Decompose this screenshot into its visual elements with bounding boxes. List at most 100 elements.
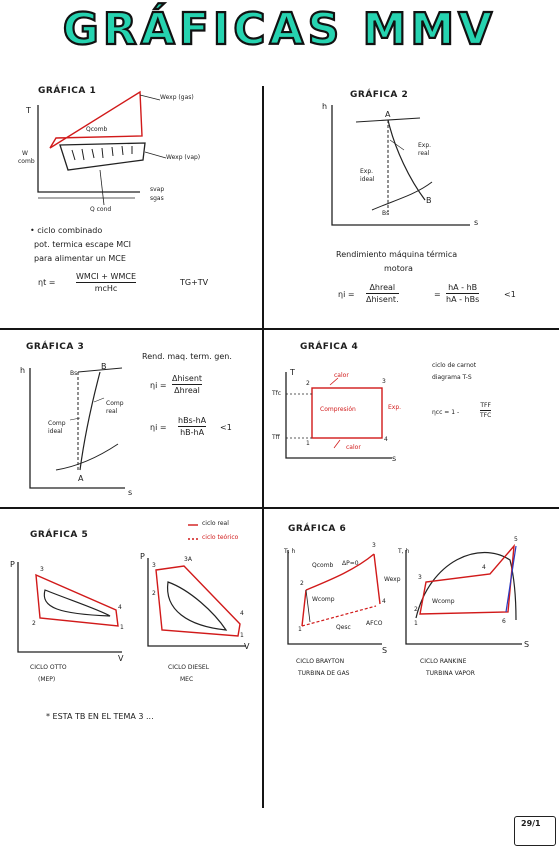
g2-axis-s: s — [474, 218, 479, 227]
g2-point-b: B — [426, 196, 432, 205]
g3-point-a: A — [78, 474, 84, 483]
g3-comp-ideal: Comp ideal — [48, 420, 66, 435]
g6-brayton-axis: T, h — [284, 548, 296, 555]
g6-rankine2: TURBINA VAPOR — [426, 670, 475, 677]
horizontal-divider-2 — [0, 507, 559, 509]
g5-diesel-n4: 4 — [240, 610, 244, 617]
g4-num: TFF — [480, 402, 491, 409]
g1-fraction: WMCI + WMCE mcHc — [76, 272, 136, 293]
page-number-box: 29/1 — [514, 816, 556, 846]
g4-heading: GRÁFICA 4 — [296, 342, 362, 352]
g6-brayton-axis-s: S — [382, 646, 388, 655]
g2-num1: Δhreal — [369, 283, 396, 292]
g6-afco: AFCO — [366, 620, 383, 627]
g3-eta2: ηi = — [150, 423, 167, 432]
g5-diesel-axis-p: P — [140, 552, 145, 561]
g6-qesc: Qesc — [336, 624, 351, 631]
g1-sgas: sgas — [150, 195, 164, 202]
g3-axis-h: h — [20, 366, 26, 375]
g3-point-b: B — [101, 362, 107, 371]
g1-w: W — [22, 150, 28, 157]
g5-diesel-n3a: 3A — [184, 556, 192, 563]
g6-rankine-wcomp: Wcomp — [432, 598, 455, 605]
g1-heading: GRÁFICA 1 — [34, 86, 100, 96]
g5-diesel-n3: 3 — [152, 562, 156, 569]
g5-otto-n2: 2 — [32, 620, 36, 627]
g3-lt1: <1 — [220, 423, 232, 432]
g5-legend-teorico: ciclo teórico — [202, 534, 239, 541]
g1-note1: • ciclo combinado — [30, 226, 103, 235]
g2-axis-h: h — [322, 102, 328, 111]
g6-rankine-n4: 4 — [482, 564, 486, 571]
g1-denominator: mcHc — [94, 284, 118, 293]
g5-diesel1: CICLO DIESEL — [168, 664, 210, 671]
g3-num1: Δhisent — [172, 374, 203, 383]
g4-den: TFC — [480, 412, 492, 419]
g3-den2: hB-hA — [180, 428, 205, 437]
g3-comp-real: Comp real — [106, 400, 124, 415]
g2-heading: GRÁFICA 2 — [346, 90, 412, 100]
g6-rankine-n6: 6 — [502, 618, 506, 625]
g1-qcomb: Qcomb — [86, 126, 108, 133]
g4-compresion: Compresión — [320, 406, 356, 413]
g1-eta: ηt = — [38, 278, 56, 287]
g6-dp: ΔP=0 — [342, 560, 359, 567]
g4-n1: 1 — [306, 440, 310, 447]
g5-diesel-n2: 2 — [152, 590, 156, 597]
vertical-divider — [262, 86, 264, 808]
g1-svap: svap — [150, 186, 165, 193]
g6-brayton1: CICLO BRAYTON — [296, 658, 345, 665]
footer-note: * ESTA TB EN EL TEMA 3 ... — [46, 712, 154, 721]
g6-rankine-axis: T, h — [398, 548, 410, 555]
g4-n4: 4 — [384, 436, 388, 443]
g3-point-bs: Bs — [70, 370, 78, 377]
g6-brayton-n3: 3 — [372, 542, 376, 549]
g3-eta1: ηi = — [150, 381, 167, 390]
g5-otto-n4: 4 — [118, 604, 122, 611]
g1-wexp-vap: Wexp (vap) — [166, 154, 201, 161]
g4-exp: Exp. — [388, 404, 402, 411]
g4-desc2: diagrama T-S — [432, 374, 472, 381]
g1-comb: comb — [18, 158, 35, 165]
g6-wcomp: Wcomp — [312, 596, 335, 603]
g2-num2: hA - hB — [448, 283, 478, 292]
g2-eta: ηi = — [338, 290, 355, 299]
g4-tff: Tff — [272, 434, 280, 441]
g6-brayton-n2: 2 — [300, 580, 304, 587]
g5-otto-axis-v: V — [118, 654, 124, 663]
g5-diesel2: MEC — [180, 676, 194, 683]
g5-otto-n3: 3 — [40, 566, 44, 573]
g6-qcomb: Qcomb — [312, 562, 334, 569]
g2-point-bs: Bs — [382, 210, 390, 217]
g6-heading: GRÁFICA 6 — [284, 524, 350, 534]
g6-rankine1: CICLO RANKINE — [420, 658, 467, 665]
g3-den1: Δhreal — [174, 386, 200, 395]
g6-rankine-n2: 2 — [414, 606, 418, 613]
g2-point-a: A — [385, 110, 391, 119]
g6-rankine-axis-s: S — [524, 640, 530, 649]
g1-note3: para alimentar un MCE — [34, 254, 126, 263]
g1-tgtv: TG+TV — [180, 278, 209, 287]
g1-axis-t: T — [26, 106, 31, 115]
g2-exp-ideal: Exp. ideal — [360, 168, 375, 183]
page-title: GRÁFICAS MMV — [62, 3, 497, 56]
g2-equals: = — [434, 290, 441, 299]
g2-exp-real: Exp. real — [418, 142, 432, 157]
g2-lt1: <1 — [504, 290, 516, 299]
g4-eta: ηcc = 1 - — [432, 409, 460, 416]
g4-calor-bot: calor — [346, 444, 361, 451]
g1-numerator: WMCI + WMCE — [76, 272, 136, 281]
g4-fraction: TFF TFC — [480, 402, 492, 419]
g6-rankine-n5: 5 — [514, 536, 518, 543]
g4-n2: 2 — [306, 380, 310, 387]
g6-rankine-n1: 1 — [414, 620, 418, 627]
g4-axis-t: T — [290, 368, 295, 377]
g5-otto-n1: 1 — [120, 624, 124, 631]
